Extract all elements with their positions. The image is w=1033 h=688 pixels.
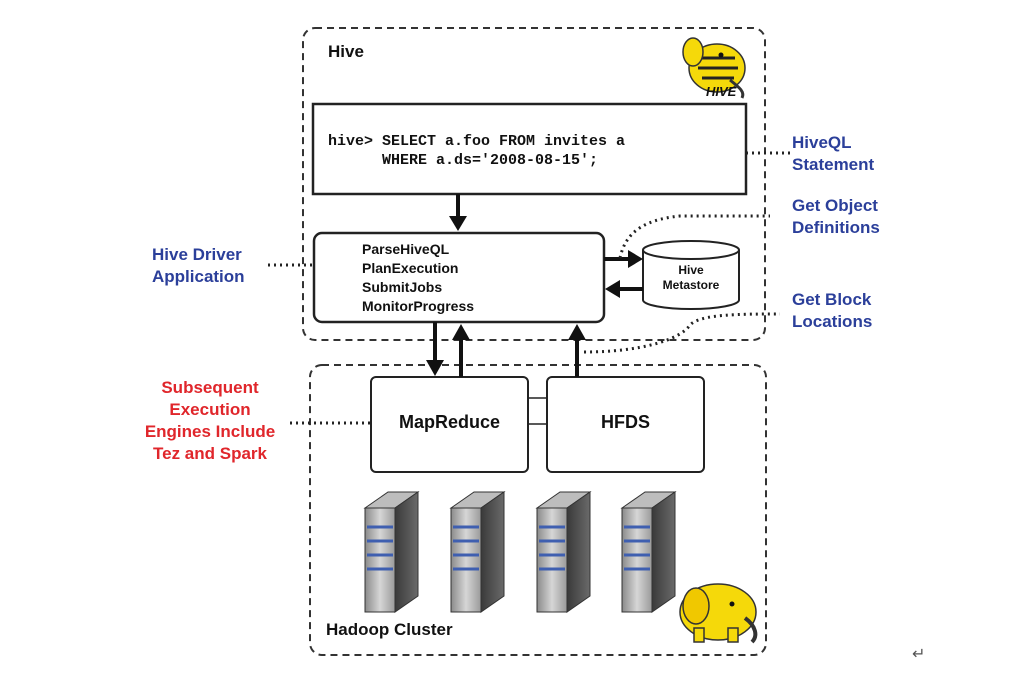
query-box xyxy=(311,102,748,196)
mapreduce-label: MapReduce xyxy=(398,412,501,432)
server-1 xyxy=(363,491,420,613)
leader-object-definitions xyxy=(618,214,770,259)
hive-region-title: Hive xyxy=(328,42,364,61)
annotation-hiveql-line2: Statement xyxy=(792,155,875,174)
leader-block-locations xyxy=(583,312,781,354)
arrow-hdfs-to-driver xyxy=(568,324,586,377)
arrow-driver-to-metastore xyxy=(604,250,643,268)
annotation-engines-line2: Execution xyxy=(169,400,251,419)
metastore-label-line1: Hive xyxy=(678,263,704,277)
server-3 xyxy=(535,491,592,613)
driver-step-parse: ParseHiveQL xyxy=(362,241,450,257)
arrow-mapreduce-to-driver xyxy=(452,324,470,377)
annotation-hiveql-statement: HiveQL Statement xyxy=(792,132,874,176)
hdfs-label: HFDS xyxy=(601,412,650,432)
query-line-1: hive> SELECT a.foo FROM invites a xyxy=(328,133,626,150)
driver-box xyxy=(312,231,606,324)
driver-step-submit: SubmitJobs xyxy=(362,279,443,295)
annotation-block-line1: Get Block xyxy=(792,290,872,309)
server-2 xyxy=(449,491,506,613)
annotation-driver-line2: Application xyxy=(152,267,245,286)
annotation-engines-line4: Tez and Spark xyxy=(153,444,267,463)
annotation-hive-driver-application: Hive Driver Application xyxy=(152,244,245,288)
return-mark-icon: ↵ xyxy=(912,644,926,663)
arrow-metastore-to-driver xyxy=(605,280,643,298)
annotation-get-block-locations: Get Block Locations xyxy=(792,289,872,333)
metastore-cylinder xyxy=(642,240,740,310)
driver-step-monitor: MonitorProgress xyxy=(362,298,475,314)
hive-logo-icon xyxy=(682,37,746,99)
arrow-query-to-driver xyxy=(449,194,467,231)
hadoop-cluster-title: Hadoop Cluster xyxy=(326,620,453,639)
annotation-get-object-definitions: Get Object Definitions xyxy=(792,195,880,239)
metastore-label-line2: Metastore xyxy=(662,278,720,292)
hive-logo-text: HIVE xyxy=(706,84,737,99)
annotation-subsequent-engines: Subsequent Execution Engines Include Tez… xyxy=(130,377,290,465)
server-4 xyxy=(620,491,677,613)
annotation-object-line2: Definitions xyxy=(792,218,880,237)
query-line-2: WHERE a.ds='2008-08-15'; xyxy=(328,152,599,169)
annotation-block-line2: Locations xyxy=(792,312,873,331)
hive-region-border xyxy=(302,27,766,341)
annotation-engines-line3: Engines Include xyxy=(144,422,276,441)
metastore-label: Hive Metastore xyxy=(648,263,734,293)
hadoop-cluster-region-border xyxy=(309,364,767,656)
hadoop-elephant-icon xyxy=(679,583,758,644)
driver-step-plan: PlanExecution xyxy=(362,260,459,276)
annotation-engines-line1: Subsequent xyxy=(161,378,259,397)
annotation-object-line1: Get Object xyxy=(792,196,878,215)
annotation-hiveql-line1: HiveQL xyxy=(792,133,852,152)
driver-steps: ParseHiveQL PlanExecution SubmitJobs Mon… xyxy=(362,240,474,316)
arrow-driver-to-mapreduce xyxy=(426,322,444,376)
annotation-driver-line1: Hive Driver xyxy=(152,245,242,264)
